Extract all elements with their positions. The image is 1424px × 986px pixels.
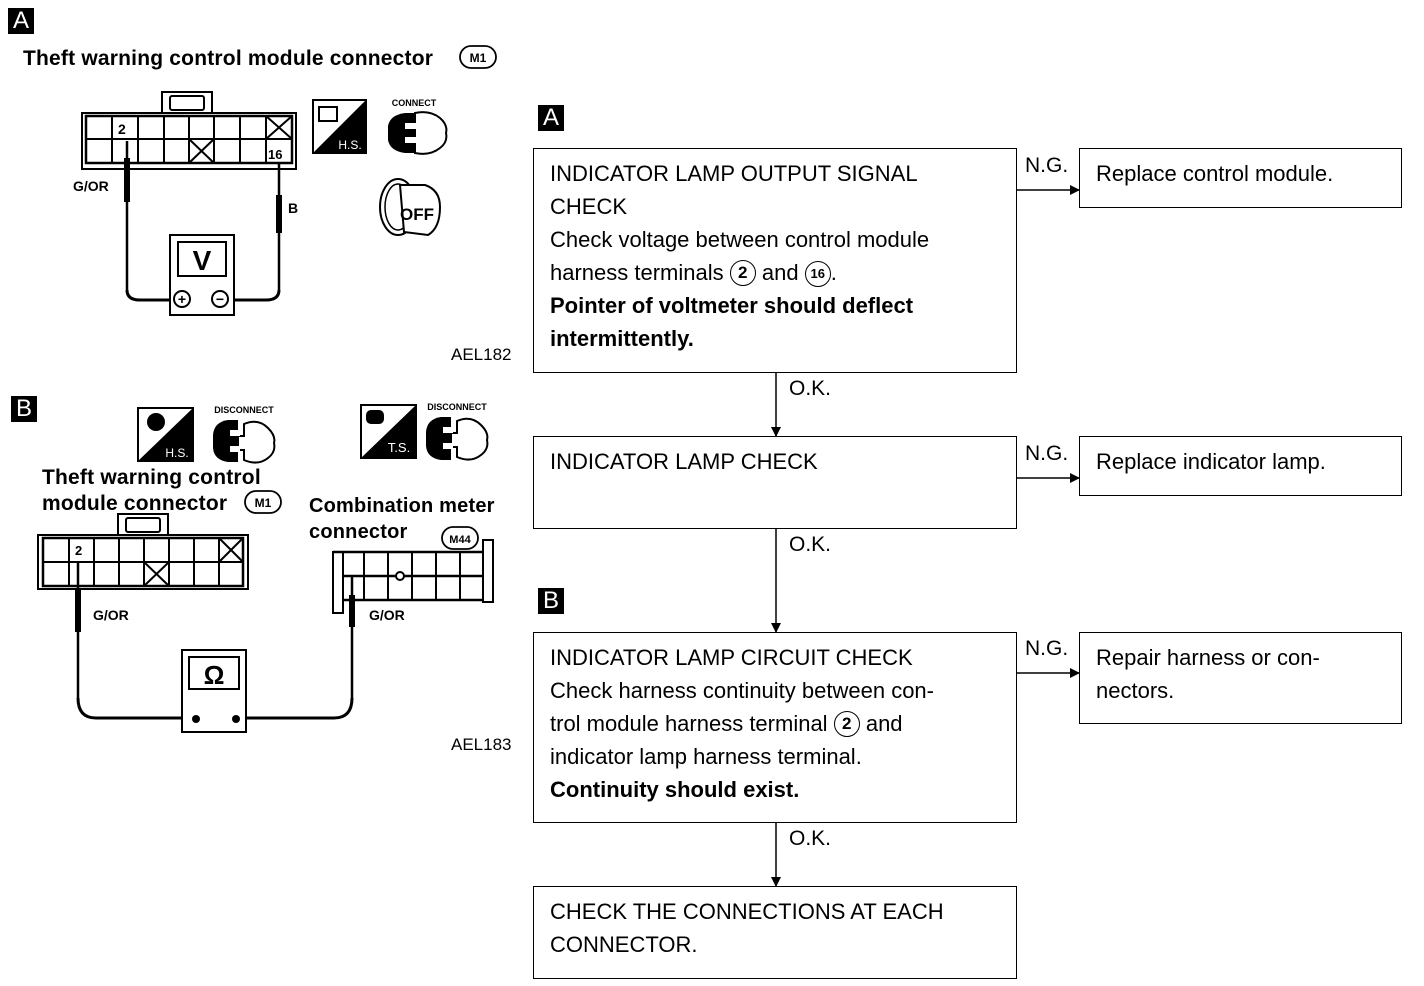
ok-label-2: O.K. bbox=[789, 533, 832, 556]
svg-text:2: 2 bbox=[118, 121, 126, 137]
ohmmeter: Ω bbox=[181, 649, 247, 733]
connector-code-m1: M1 bbox=[459, 45, 497, 69]
flowchart-tag-a: A bbox=[538, 105, 564, 131]
module-title-line1: Theft warning control bbox=[42, 466, 261, 489]
wire-color-b: B bbox=[288, 200, 298, 216]
step3-criteria: Continuity should exist. bbox=[550, 777, 800, 802]
svg-text:M44: M44 bbox=[449, 534, 471, 546]
result-text-3-line1: Repair harness or con- bbox=[1096, 645, 1320, 670]
meter-title-line1: Combination meter bbox=[309, 495, 495, 517]
connector-m1-b: 2 bbox=[37, 513, 249, 590]
step1-desc-line2: harness terminals 2 and 16. bbox=[550, 260, 837, 287]
terminal-badge-16: 16 bbox=[804, 261, 831, 287]
section-a-diagram: M1 2 16 G/OR B bbox=[73, 45, 497, 316]
svg-text:DISCONNECT: DISCONNECT bbox=[427, 402, 487, 412]
ok-label-3: O.K. bbox=[789, 827, 832, 850]
svg-text:H.S.: H.S. bbox=[338, 138, 361, 152]
wire-color-g-or-meter: G/OR bbox=[369, 607, 405, 623]
section-b-diagram: H.S. DISCONNECT T.S. DISCONNECT M1 bbox=[37, 402, 494, 733]
step1-title-line2: CHECK bbox=[550, 194, 628, 219]
connect-icon: CONNECT bbox=[388, 98, 448, 155]
svg-text:2: 2 bbox=[75, 543, 82, 558]
ohmmeter-leads bbox=[75, 562, 355, 720]
section-b-module-title: Theft warning control module connector bbox=[42, 465, 261, 517]
step3-desc-line1: Check harness continuity between con- bbox=[550, 678, 934, 703]
connector-m1-a: 2 16 bbox=[81, 91, 297, 170]
section-b-meter-title: Combination meter connector bbox=[309, 493, 495, 545]
step3-desc-line3: indicator lamp harness terminal. bbox=[550, 744, 862, 769]
result-text-1: Replace control module. bbox=[1096, 161, 1334, 186]
step2-title: INDICATOR LAMP CHECK bbox=[550, 449, 818, 474]
voltmeter-leads bbox=[124, 141, 282, 302]
svg-text:+: + bbox=[178, 291, 186, 307]
flowchart-tag-b: B bbox=[538, 588, 564, 614]
result-box-replace-control-module: Replace control module. bbox=[1079, 148, 1402, 208]
step-box-output-signal-check: INDICATOR LAMP OUTPUT SIGNAL CHECK Check… bbox=[533, 148, 1017, 373]
terminal-badge-2: 2 bbox=[729, 260, 756, 286]
section-a-tag: A bbox=[8, 8, 34, 34]
step1-criteria-line2: intermittently. bbox=[550, 326, 694, 351]
ok-label-1: O.K. bbox=[789, 377, 832, 400]
svg-text:T.S.: T.S. bbox=[388, 440, 410, 455]
result-box-replace-indicator-lamp: Replace indicator lamp. bbox=[1079, 436, 1402, 496]
svg-text:H.S.: H.S. bbox=[165, 446, 188, 460]
svg-text:−: − bbox=[216, 291, 224, 307]
disconnect-icon-1: DISCONNECT bbox=[213, 405, 276, 464]
step4-line2: CONNECTOR. bbox=[550, 932, 698, 957]
module-title-line2: module connector bbox=[42, 492, 228, 515]
step-box-indicator-lamp-check: INDICATOR LAMP CHECK bbox=[533, 436, 1017, 529]
svg-text:Ω: Ω bbox=[204, 660, 225, 690]
wire-color-g-or: G/OR bbox=[73, 178, 109, 194]
step1-criteria-line1: Pointer of voltmeter should deflect bbox=[550, 293, 914, 318]
figure-code-ael183: AEL183 bbox=[451, 735, 512, 754]
connector-m44 bbox=[332, 539, 494, 614]
step-box-circuit-check: INDICATOR LAMP CIRCUIT CHECK Check harne… bbox=[533, 632, 1017, 823]
connector-code-m44: M44 bbox=[441, 526, 479, 550]
hs-key-icon: H.S. bbox=[312, 99, 367, 154]
svg-text:DISCONNECT: DISCONNECT bbox=[214, 405, 274, 415]
svg-text:M1: M1 bbox=[470, 51, 487, 65]
connector-code-m1-b: M1 bbox=[244, 490, 282, 514]
svg-text:CONNECT: CONNECT bbox=[392, 98, 437, 108]
step3-desc-line2: trol module harness terminal 2 and bbox=[550, 711, 903, 737]
svg-text:V: V bbox=[193, 245, 212, 276]
step3-title: INDICATOR LAMP CIRCUIT CHECK bbox=[550, 645, 913, 670]
wire-color-g-or-module: G/OR bbox=[93, 607, 129, 623]
ng-label-1: N.G. bbox=[1025, 154, 1069, 177]
step1-desc-line1: Check voltage between control module bbox=[550, 227, 930, 252]
disconnect-icon-2: DISCONNECT bbox=[426, 402, 489, 461]
svg-text:M1: M1 bbox=[255, 496, 272, 510]
voltmeter: V + − bbox=[169, 234, 235, 316]
result-text-3-line2: nectors. bbox=[1096, 678, 1175, 703]
ng-label-3: N.G. bbox=[1025, 637, 1069, 660]
hs-key-icon-b: H.S. bbox=[137, 407, 194, 462]
ng-label-2: N.G. bbox=[1025, 442, 1069, 465]
section-b-tag: B bbox=[11, 396, 37, 422]
section-a-title: Theft warning control module connector bbox=[23, 47, 434, 70]
step-box-check-connections: CHECK THE CONNECTIONS AT EACH CONNECTOR. bbox=[533, 886, 1017, 979]
terminal-badge-2-b: 2 bbox=[833, 711, 860, 737]
ignition-off-icon: OFF bbox=[379, 178, 442, 237]
step4-line1: CHECK THE CONNECTIONS AT EACH bbox=[550, 899, 944, 924]
figure-code-ael182: AEL182 bbox=[451, 345, 512, 364]
svg-text:OFF: OFF bbox=[400, 205, 434, 224]
meter-title-line2: connector bbox=[309, 521, 408, 543]
result-text-2: Replace indicator lamp. bbox=[1096, 449, 1326, 474]
svg-text:16: 16 bbox=[268, 147, 282, 162]
step1-title-line1: INDICATOR LAMP OUTPUT SIGNAL bbox=[550, 161, 918, 186]
ts-key-icon: T.S. bbox=[360, 404, 417, 459]
result-box-repair-harness: Repair harness or con- nectors. bbox=[1079, 632, 1402, 724]
